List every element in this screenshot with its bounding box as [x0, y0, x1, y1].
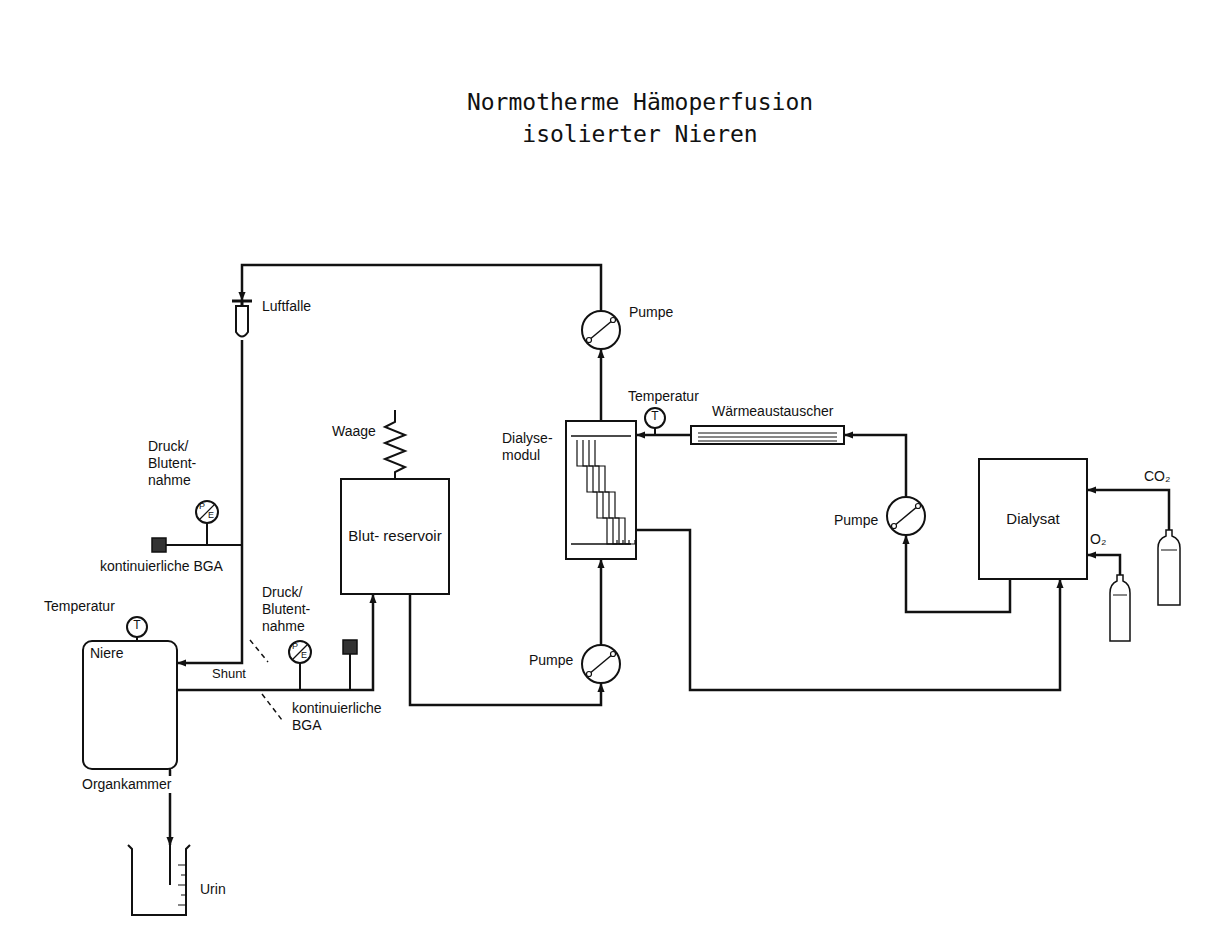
pump-roller [587, 338, 592, 343]
gas-bottle: CO₂ [1158, 530, 1180, 605]
callout-label: Waage [332, 423, 376, 440]
pump-roller [587, 672, 592, 677]
node-label: Dialysat [1006, 510, 1059, 529]
node-label: Blut- reservoir [348, 527, 441, 546]
sensor-circle [127, 617, 147, 637]
bga-sensor [152, 538, 357, 654]
urine-beaker: Urin [128, 845, 190, 915]
node-caption: Organkammer [80, 776, 173, 793]
tube-connector [600, 350, 603, 420]
pump-circle [582, 311, 620, 349]
module-header [571, 436, 631, 544]
sensor-letter: T [127, 619, 147, 631]
tube-connector [637, 434, 690, 437]
callout-label: Temperatur [44, 598, 115, 615]
node-label: Dialyse- modul [502, 430, 553, 464]
tube-connector [600, 560, 603, 644]
gauge-circle [196, 501, 218, 523]
tube-connector [845, 435, 906, 496]
tube-connector [1088, 555, 1120, 575]
trap-symbol [232, 300, 252, 340]
diagram-title: Normotherme Hämoperfusion isolierter Nie… [420, 86, 860, 150]
tube-connector [178, 340, 242, 663]
gauge-letter: P [199, 502, 205, 511]
exchanger-tubes [698, 433, 837, 441]
pump-circle [887, 497, 925, 535]
pump-roller [892, 524, 897, 529]
temperature-sensor [127, 408, 665, 648]
pump-rotor [589, 654, 613, 674]
sample-line [166, 544, 242, 546]
node-label: Pumpe [629, 304, 673, 321]
bga-square [152, 538, 166, 552]
bottle-band [1161, 550, 1177, 551]
gas-bottle: O₂ [1110, 575, 1130, 641]
node-label: CO₂ [1144, 468, 1170, 485]
gauge-letter: P [292, 642, 298, 651]
module-symbol [567, 422, 635, 558]
bga-square [343, 640, 357, 654]
pump: Pumpe [581, 310, 621, 350]
sensor-circle [645, 408, 665, 428]
tube-connector [410, 595, 601, 705]
bottle-band [1113, 595, 1127, 596]
callout-label: Druck/ Blutent- nahme [148, 438, 196, 488]
sensor-letter: T [645, 410, 665, 422]
organ-chamber: NiereOrgankammer [82, 640, 178, 770]
callout-label: Druck/ Blutent- nahme [262, 584, 310, 634]
node-label: Pumpe [834, 512, 878, 529]
beaker-scale [178, 865, 186, 905]
pump-rotor [894, 506, 918, 526]
callout-label: Temperatur [628, 388, 699, 405]
pump-symbol [581, 644, 621, 684]
gas-bottle [1158, 530, 1180, 605]
pump-roller [611, 652, 616, 657]
pump-circle [582, 645, 620, 683]
heat-exchanger: Wärmeaustauscher [690, 425, 845, 445]
trap-chamber [236, 306, 248, 337]
scale-spring [385, 410, 405, 478]
pump: Pumpe [581, 644, 621, 684]
pressure-gauge [166, 501, 350, 690]
dialysis-module: Dialyse- modul [565, 420, 637, 560]
dialysate-tank: Dialysat [978, 458, 1088, 580]
pump-roller [611, 318, 616, 323]
gauge-circle [289, 641, 311, 663]
pump-symbol [886, 496, 926, 536]
sample-line [349, 654, 351, 690]
gauge-stem [206, 523, 208, 545]
pump-roller [916, 504, 921, 509]
bottle-symbol [1110, 575, 1130, 641]
node-label: Niere [90, 645, 123, 662]
gauge-letter: E [301, 651, 307, 660]
beaker-symbol [128, 845, 190, 915]
gauge-letter: E [208, 511, 214, 520]
node-label: O₂ [1090, 531, 1106, 548]
hollow-fiber [595, 440, 635, 544]
pump-symbol [581, 310, 621, 350]
urine-tube [169, 845, 171, 885]
air-trap: Luftfalle [232, 300, 252, 340]
shunt-line [250, 640, 282, 720]
pump-rotor [589, 320, 613, 340]
gas-bottle [1110, 575, 1130, 641]
node-label: Urin [200, 881, 226, 898]
shunt-dash [262, 694, 282, 720]
callout-label: kontinuierliche BGA [100, 558, 223, 575]
shunt-dash [250, 640, 268, 662]
node-label: Luftfalle [262, 298, 311, 315]
beaker-outline [128, 845, 190, 915]
hx-symbol [692, 427, 843, 443]
callout-label: kontinuierliche BGA [292, 700, 382, 734]
node-label: Wärmeaustauscher [712, 403, 833, 420]
callout-label: Shunt [212, 667, 246, 680]
pump: Pumpe [886, 496, 926, 536]
tube-connector [1088, 490, 1169, 530]
node-label: Pumpe [529, 652, 573, 669]
gauge-stem [299, 663, 301, 690]
bottle-symbol [1158, 530, 1180, 605]
blood-reservoir: Blut- reservoir [340, 478, 450, 595]
